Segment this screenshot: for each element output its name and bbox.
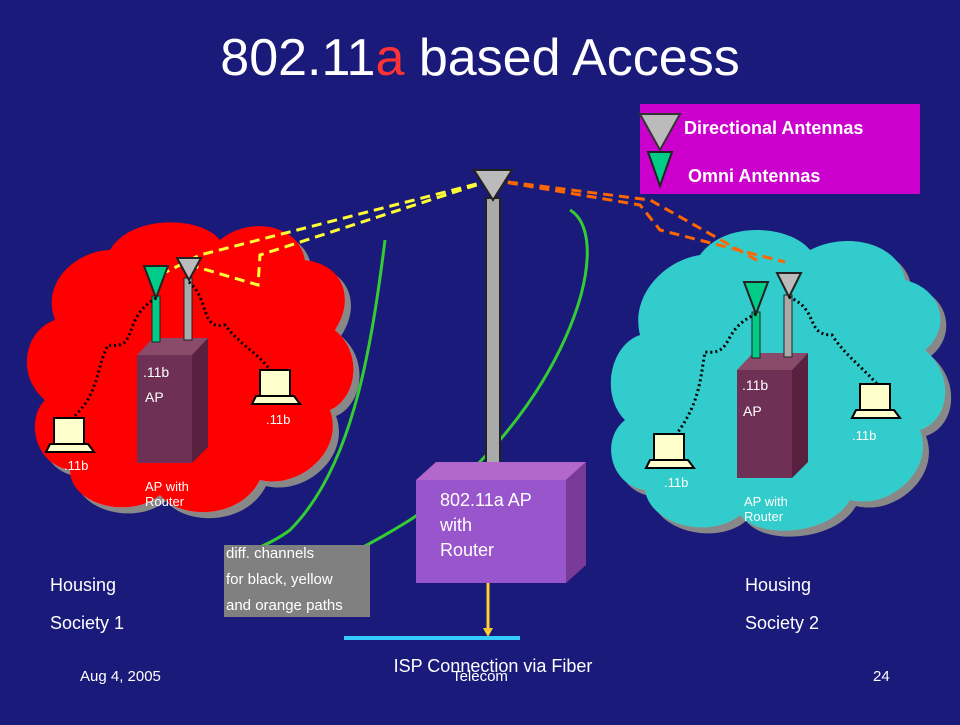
channels-note-line3: and orange paths — [226, 597, 343, 614]
society-2-laptop-left-icon — [644, 433, 696, 469]
directional-antenna-icon — [638, 113, 682, 153]
green-link-2 — [348, 208, 589, 557]
housing-2-line2: Society 2 — [745, 613, 819, 633]
antenna-legend: Directional Antennas Omni Antennas — [638, 104, 920, 194]
housing-1-line2: Society 1 — [50, 613, 124, 633]
society-2-router-line2: Router — [744, 509, 784, 524]
channels-note-line1: diff. channels — [226, 545, 314, 562]
society-2-router-line1: AP with — [744, 494, 788, 509]
society-2-laptop-right-icon — [850, 383, 902, 419]
footer-page-number: 24 — [873, 668, 890, 685]
society-1-router-line2: Router — [145, 494, 185, 509]
housing-2-line1: Housing — [745, 575, 811, 595]
omni-antenna-icon — [646, 151, 674, 190]
society-1-laptop-right-icon — [250, 369, 302, 405]
society-1-laptop-left-label: .11b — [64, 458, 88, 473]
central-ap-router: 802.11a AP with Router — [416, 462, 586, 583]
central-ap-line2: with — [439, 515, 472, 535]
orange-link — [491, 178, 786, 264]
society-2-omni-antenna-icon — [742, 281, 770, 317]
society-1-router-line1: AP with — [145, 479, 189, 494]
footer-date: Aug 4, 2005 — [80, 668, 161, 685]
yellow-link — [189, 178, 493, 287]
channels-note-line2: for black, yellow — [226, 571, 333, 588]
central-tower — [472, 169, 514, 474]
society-1-directional-antenna-icon — [175, 257, 203, 283]
central-ap-line3: Router — [440, 540, 494, 560]
society-1-equipment: .11b AP AP with Router .11b .11b — [44, 257, 302, 509]
society-1-laptop-right-label: .11b — [266, 412, 290, 427]
society-2-laptop-left-label: .11b — [664, 475, 688, 490]
housing-1-line1: Housing — [50, 575, 116, 595]
isp-label: ISP Connection via Fiber — [394, 656, 593, 676]
society-2-laptop-right-label: .11b — [852, 428, 876, 443]
central-directional-antenna-icon — [472, 169, 514, 202]
footer-center: Telecom — [452, 668, 508, 685]
isp-connection: ISP Connection via Fiber — [344, 583, 592, 676]
orange-link-2 — [491, 178, 761, 264]
channels-note: diff. channels for black, yellow and ora… — [224, 545, 370, 617]
society-2-ap-line2: AP — [743, 403, 762, 419]
society-2-equipment: .11b AP AP with Router .11b .11b — [644, 272, 902, 524]
legend-omni-label: Omni Antennas — [688, 166, 820, 186]
society-1-omni-antenna-icon — [142, 265, 170, 301]
society-2-directional-antenna-icon — [775, 272, 803, 300]
society-1-ap-line1: .11b — [143, 364, 169, 380]
society-2-ap-line1: .11b — [742, 377, 768, 393]
central-ap-line1: 802.11a AP — [440, 490, 532, 510]
legend-directional-label: Directional Antennas — [684, 118, 863, 138]
society-1-laptop-left-icon — [44, 417, 96, 453]
society-1-ap-line2: AP — [145, 389, 164, 405]
page-title: 802.11a based Access — [220, 29, 739, 87]
